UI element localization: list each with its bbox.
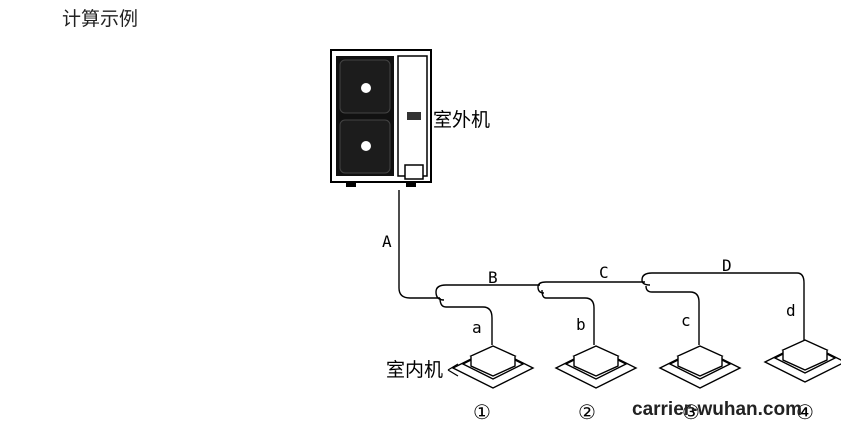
outdoor-unit-icon xyxy=(330,49,432,187)
indoor-unit-1-icon xyxy=(451,345,535,389)
indoor-unit-3-icon xyxy=(658,345,742,389)
main-pipe-label-b: B xyxy=(488,268,498,287)
branch-pipe-label-a: a xyxy=(472,318,482,337)
branch-pipe-label-c: c xyxy=(681,311,691,330)
main-pipe-label-a: A xyxy=(382,232,392,251)
outdoor-unit-label: 室外机 xyxy=(433,109,490,131)
unit-number-3: ③ xyxy=(682,400,700,424)
pipe-network xyxy=(398,190,805,345)
main-pipe-label-d: D xyxy=(722,256,732,275)
watermark-text: carrier-wuhan.com xyxy=(632,399,802,420)
indoor-unit-2-icon xyxy=(554,345,638,389)
branch-pipe-label-d: d xyxy=(786,301,796,320)
main-pipe-label-c: C xyxy=(599,263,609,282)
indoor-unit-4-icon xyxy=(763,339,841,383)
indoor-label-arrow-icon xyxy=(447,363,459,377)
unit-number-4: ④ xyxy=(796,400,814,424)
unit-number-2: ② xyxy=(578,400,596,424)
page-title: 计算示例 xyxy=(62,8,138,30)
indoor-unit-label: 室内机 xyxy=(386,359,443,381)
unit-number-1: ① xyxy=(473,400,491,424)
branch-pipe-label-b: b xyxy=(576,315,586,334)
